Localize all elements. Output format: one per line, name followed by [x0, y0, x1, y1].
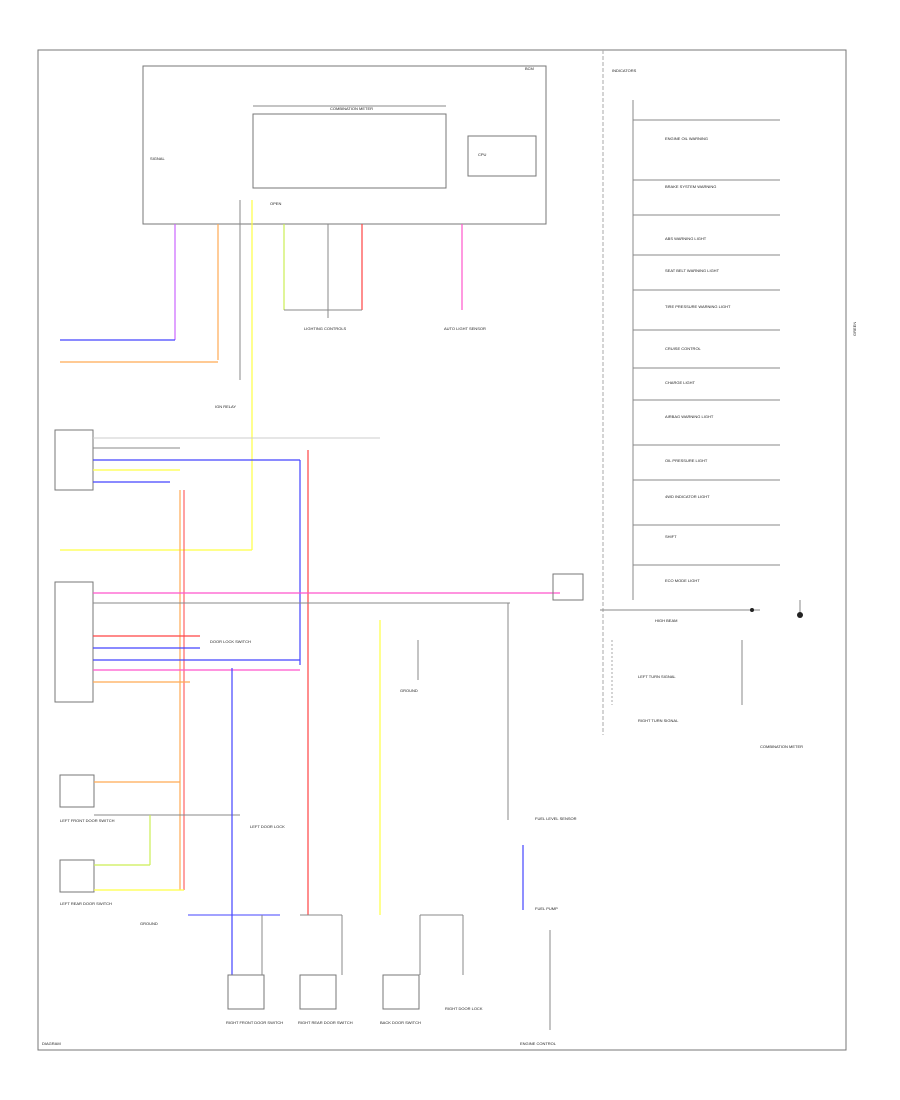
indicator-10: 4WD INDICATOR LIGHT — [665, 494, 710, 499]
left-front-door-sw-label: LEFT FRONT DOOR SWITCH — [60, 818, 115, 823]
indicator-8: AIRBAG WARNING LIGHT — [665, 414, 714, 419]
cpu-box — [467, 135, 537, 177]
inner-module-box — [252, 113, 447, 189]
fuel-level-sensor-label: FUEL LEVEL SENSOR — [535, 816, 577, 821]
indicator-2: BRAKE SYSTEM WARNING — [665, 184, 716, 189]
back-door-sw-label: BACK DOOR SWITCH — [380, 1020, 421, 1025]
auto-lamp-sensor-label: AUTO LIGHT SENSOR — [444, 326, 486, 331]
combination-meter-label: COMBINATION METER — [330, 106, 373, 111]
indicator-4: SEAT BELT WARNING LIGHT — [665, 268, 720, 273]
engine-control-label: ENGINE CONTROL — [520, 1041, 557, 1046]
indicator-12: ECO MODE LIGHT — [665, 578, 700, 583]
right-rear-door-switch — [299, 974, 337, 1010]
signal-label: SIGNAL — [150, 156, 165, 161]
ground2-label: GROUND — [140, 921, 158, 926]
door-switch-open-label: OPEN — [270, 201, 281, 206]
indicator-6: CRUISE CONTROL — [665, 346, 702, 351]
indicator-5: TIRE PRESSURE WARNING LIGHT — [665, 304, 731, 309]
indicator-list: ENGINE OIL WARNING BRAKE SYSTEM WARNING … — [633, 119, 780, 583]
fuel-pump-label: FUEL PUMP — [535, 906, 558, 911]
side-label: GREEN — [852, 322, 857, 336]
bcm-label: BCM — [525, 66, 534, 71]
right-door-lock-label: RIGHT DOOR LOCK — [445, 1006, 483, 1011]
door-switch-right — [552, 573, 584, 601]
left-door-lock-label: LEFT DOOR LOCK — [250, 824, 285, 829]
ground-label: GROUND — [400, 688, 418, 693]
turn-left-label: LEFT TURN SIGNAL — [638, 674, 676, 679]
left-rear-door-switch — [59, 859, 95, 893]
left-rear-door-sw-label: LEFT REAR DOOR SWITCH — [60, 901, 112, 906]
ignition-relay-label: IGN RELAY — [215, 404, 236, 409]
turn-right-label: RIGHT TURN SIGNAL — [638, 718, 679, 723]
indicator-9: OIL PRESSURE LIGHT — [665, 458, 708, 463]
back-door-switch — [382, 974, 420, 1010]
cpu-label: CPU — [478, 152, 487, 157]
indicator-11: SHIFT — [665, 534, 677, 539]
right-front-door-switch — [227, 974, 265, 1010]
right-rear-door-sw-label: RIGHT REAR DOOR SWITCH — [298, 1020, 353, 1025]
indicators-header: INDICATORS — [612, 68, 637, 73]
door-lock-switch-label: DOOR LOCK SWITCH — [210, 639, 251, 644]
indicator-1: ENGINE OIL WARNING — [665, 136, 708, 141]
page-code: DIAGRAM — [42, 1041, 61, 1046]
page-frame — [37, 49, 847, 1051]
indicator-3: ABS WARNING LIGHT — [665, 236, 707, 241]
lighting-controls-label: LIGHTING CONTROLS — [304, 326, 347, 331]
combination-meter-box — [142, 65, 547, 225]
high-beam-label: HIGH BEAM — [655, 618, 677, 623]
connector-left-upper — [54, 429, 94, 491]
connector-left-lower — [54, 581, 94, 703]
combination-meter-footer: COMBINATION METER — [760, 744, 803, 749]
right-front-door-sw-label: RIGHT FRONT DOOR SWITCH — [226, 1020, 283, 1025]
indicator-7: CHARGE LIGHT — [665, 380, 696, 385]
left-front-door-switch — [59, 774, 95, 808]
